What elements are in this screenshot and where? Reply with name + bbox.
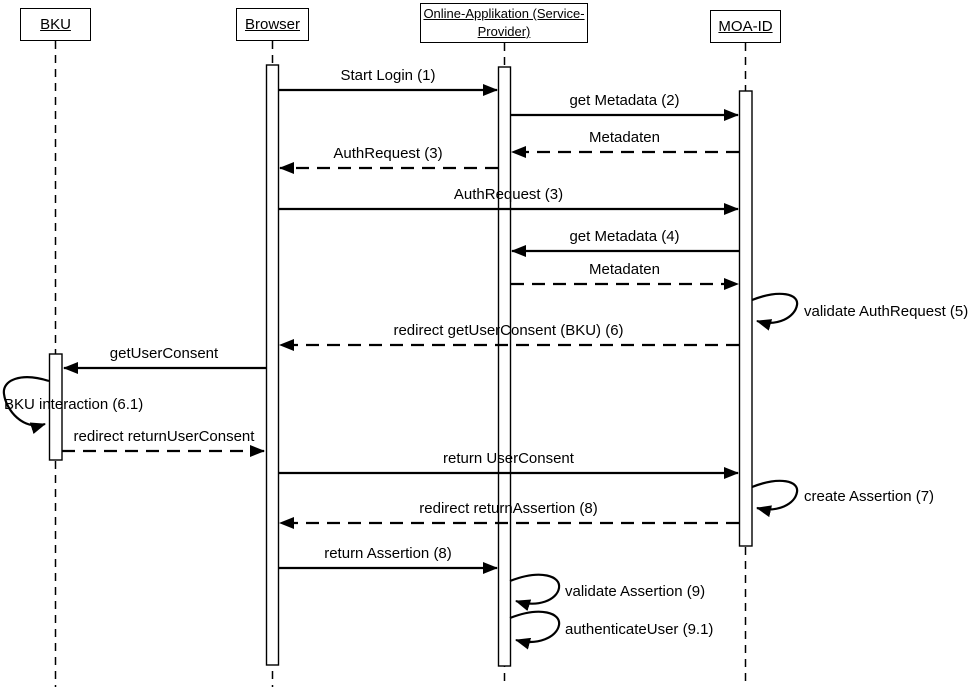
message-label-metadaten-1: Metadaten	[589, 129, 660, 146]
message-label-redirect-getuserconsent: redirect getUserConsent (BKU) (6)	[393, 322, 624, 339]
activation-bar-moa-id	[738, 90, 753, 547]
message-label-create-assertion: create Assertion (7)	[804, 488, 935, 505]
message-label-get-metadata-2: get Metadata (2)	[569, 92, 680, 109]
message-label-getuserconsent: getUserConsent	[109, 345, 219, 362]
message-label-redirect-returnuserconsent: redirect returnUserConsent	[73, 428, 255, 445]
message-label-authenticateuser: authenticateUser (9.1)	[565, 621, 714, 638]
actor-label-browser: Browser	[244, 15, 300, 33]
actor-box-browser: Browser	[236, 8, 309, 41]
message-label-authrequest-dashed: AuthRequest (3)	[333, 145, 443, 162]
actor-label-online-app-line1: Online-Applikation (Service-	[423, 5, 585, 21]
self-loop-validate-assertion	[509, 573, 561, 611]
message-label-bku-interaction: BKU interaction (6.1)	[4, 396, 144, 413]
self-loop-create-assertion	[751, 479, 799, 518]
self-loop-authenticateuser	[509, 610, 561, 650]
activation-bar-browser	[265, 64, 280, 666]
message-label-metadaten-2: Metadaten	[589, 261, 660, 278]
actor-label-moa-id: MOA-ID	[718, 17, 773, 35]
self-loop-validate-authrequest	[751, 292, 799, 331]
actor-box-moa-id: MOA-ID	[710, 10, 781, 43]
message-label-get-metadata-4: get Metadata (4)	[569, 228, 680, 245]
actor-box-bku: BKU	[20, 8, 91, 41]
message-label-return-assertion: return Assertion (8)	[324, 545, 452, 562]
message-label-authrequest-solid: AuthRequest (3)	[453, 186, 564, 203]
actor-box-online-app: Online-Applikation (Service- Provider)	[420, 3, 588, 43]
message-label-start-login: Start Login (1)	[340, 67, 436, 84]
message-label-redirect-returnassertion: redirect returnAssertion (8)	[419, 500, 598, 517]
self-loop-bku-interaction	[2, 376, 50, 434]
activation-bar-bku	[48, 353, 63, 461]
actor-label-online-app-line2: Provider)	[477, 24, 531, 39]
message-label-return-userconsent: return UserConsent	[443, 450, 574, 467]
message-label-validate-assertion: validate Assertion (9)	[565, 583, 706, 600]
activation-bar-online-app	[497, 66, 512, 667]
actor-label-bku: BKU	[40, 15, 71, 33]
message-label-validate-authrequest: validate AuthRequest (5)	[804, 303, 968, 320]
